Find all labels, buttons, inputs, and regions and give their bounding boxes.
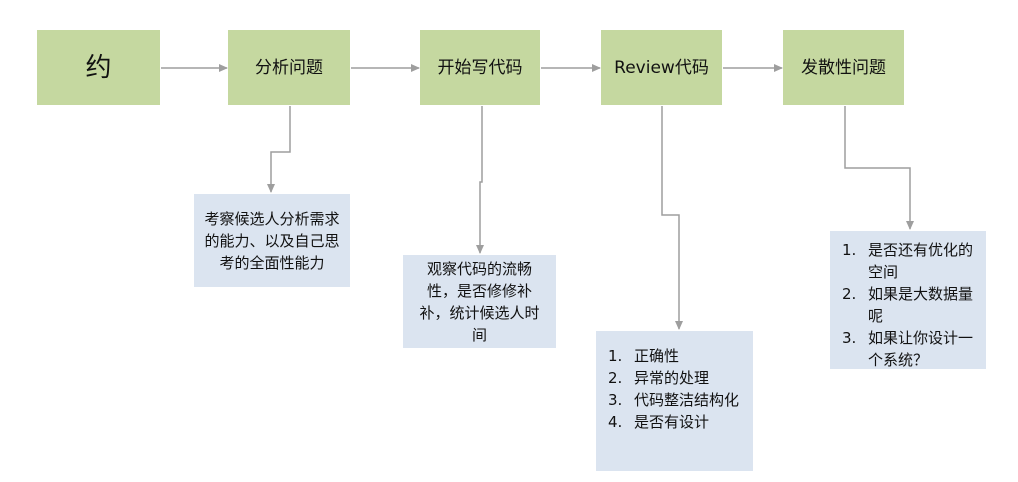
- step-divergent-questions: 发散性问题: [783, 30, 904, 105]
- arrow-code-to-note: [476, 106, 484, 254]
- arrow-diverge-to-note: [844, 106, 914, 230]
- note-code: 观察代码的流畅性，是否修修补补，统计候选人时间: [403, 255, 556, 348]
- note-analyze: 考察候选人分析需求的能力、以及自己思考的全面性能力: [194, 194, 350, 287]
- list-item: 2.如果是大数据量呢: [842, 285, 974, 325]
- list-item: 1.正确性: [608, 347, 680, 365]
- list-item: 1.是否还有优化的空间: [842, 241, 974, 281]
- step-yue: 约: [37, 30, 160, 105]
- review-list: 1.正确性 2.异常的处理 3.代码整洁结构化 4.是否有设计: [608, 345, 745, 433]
- list-item: 3.如果让你设计一个系统？: [842, 329, 974, 369]
- arrow-analyze-to-note: [267, 106, 291, 193]
- note-review: 1.正确性 2.异常的处理 3.代码整洁结构化 4.是否有设计: [596, 331, 753, 471]
- step-start-coding: 开始写代码: [420, 30, 540, 105]
- note-diverge: 1.是否还有优化的空间 2.如果是大数据量呢 3.如果让你设计一个系统？: [830, 231, 986, 369]
- step-code-review: Review代码: [601, 30, 722, 105]
- diverge-list: 1.是否还有优化的空间 2.如果是大数据量呢 3.如果让你设计一个系统？: [842, 239, 978, 371]
- list-item: 2.异常的处理: [608, 369, 710, 387]
- list-item: 3.代码整洁结构化: [608, 391, 740, 409]
- list-item: 4.是否有设计: [608, 413, 710, 431]
- step-analyze-problem: 分析问题: [228, 30, 350, 105]
- arrow-review-to-note: [661, 106, 683, 330]
